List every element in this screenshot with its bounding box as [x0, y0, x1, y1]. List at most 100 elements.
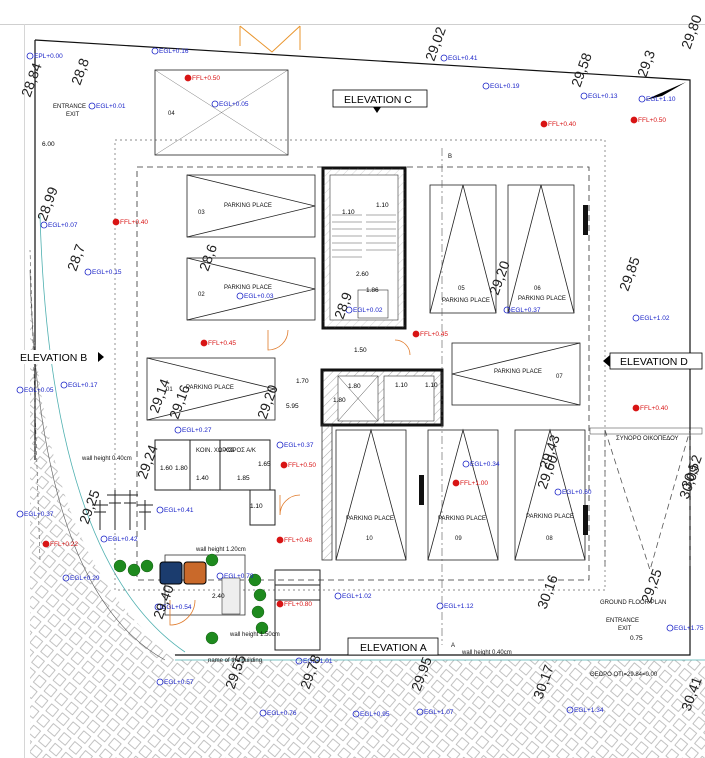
floor-level-marker-icon	[200, 339, 208, 347]
level-marker-icon	[352, 710, 360, 718]
parking-number: 06	[534, 286, 541, 292]
boundary-curve	[39, 214, 186, 653]
dimension: 1.10	[342, 209, 355, 216]
level-marker-icon	[416, 708, 424, 716]
ffl-label: FFL+0.50	[288, 462, 316, 469]
egl-label: EGL+1.02	[640, 315, 670, 322]
contour-level-label: 29,02	[422, 24, 449, 63]
level-marker-icon	[211, 100, 219, 108]
level-marker-icon	[26, 52, 34, 60]
contour-level-label: 28,84	[18, 60, 45, 99]
elevation-markers	[18, 89, 703, 656]
level-marker-icon	[259, 709, 267, 717]
viewer-left-border	[24, 24, 25, 758]
parking-number: 03	[198, 210, 205, 216]
stair-core	[321, 166, 407, 330]
parking-number: 01	[166, 387, 173, 393]
floor-level-marker-icon	[280, 461, 288, 469]
egl-label: EGL+0.01	[96, 103, 126, 110]
egl-label: EPL+0.00	[34, 53, 63, 60]
level-marker-icon	[154, 603, 162, 611]
parking-number: 05	[458, 286, 465, 292]
egl-label: EGL+0.05	[24, 387, 54, 394]
dimension: 5.95	[286, 403, 299, 410]
level-marker-icon	[566, 706, 574, 714]
level-marker-icon	[40, 221, 48, 229]
egl-label: EGL+1.10	[646, 96, 676, 103]
egl-label: EGL+1.07	[424, 709, 454, 716]
ffl-label: FFL+1.00	[460, 480, 488, 487]
border-note: ΘΕΩΡΟ ΟΤΙ=29.84=0.00	[590, 672, 658, 678]
contour-level-label: 30,16	[534, 572, 561, 611]
floor-level-marker-icon	[276, 536, 284, 544]
egl-label: EGL+0.76	[267, 710, 297, 717]
section-marker: A	[451, 643, 455, 649]
elevation-a-label: ELEVATION A	[360, 642, 427, 654]
egl-label: EGL+0.79	[224, 573, 254, 580]
dimension: 1.10	[250, 503, 263, 510]
dimension: 1.80	[175, 465, 188, 472]
trees	[92, 490, 153, 530]
level-marker-icon	[632, 314, 640, 322]
level-marker-icon	[334, 592, 342, 600]
floor-level-marker-icon	[632, 404, 640, 412]
lobby-core	[320, 368, 444, 561]
ffl-label: FFL+0.50	[638, 117, 666, 124]
contour-level-label: 28,6	[196, 242, 220, 273]
contour-level-label: 28,7	[64, 242, 88, 273]
dimension: 1.85	[237, 475, 250, 482]
ffl-label: FFL+0.80	[284, 601, 312, 608]
floor-level-marker-icon	[412, 330, 420, 338]
level-marker-icon	[100, 535, 108, 543]
egl-label: EGL+0.54	[162, 604, 192, 611]
walls-bottom	[274, 569, 321, 651]
parking-label: PARKING PLACE	[186, 385, 234, 391]
level-marker-icon	[295, 657, 303, 665]
egl-label: EGL+0.37	[24, 511, 54, 518]
utility-rooms	[154, 439, 276, 526]
egl-label: EGL+0.42	[108, 536, 138, 543]
egl-label: EGL+0.02	[353, 307, 383, 314]
section-marker: B	[448, 154, 452, 160]
dimension: 1.40	[196, 475, 209, 482]
wall-note: wall height 1.50cm	[229, 632, 280, 638]
level-marker-icon	[638, 95, 646, 103]
contour-level-label: 29,95	[408, 654, 435, 693]
egl-label: EGL+0.15	[92, 269, 122, 276]
level-marker-icon	[554, 488, 562, 496]
floor-level-marker-icon	[540, 120, 548, 128]
room-label: ΚΟΙΝ. ΧΩΡΟΣ	[196, 448, 235, 454]
egl-label: EGL+0.37	[284, 442, 314, 449]
wall-note: wall height 0.40cm	[461, 650, 512, 656]
level-marker-icon	[216, 572, 224, 580]
level-marker-icon	[62, 574, 70, 582]
contour-level-label: 29,80	[678, 12, 705, 51]
parking-label: PARKING PLACE	[346, 516, 394, 522]
dimension: 6.00	[42, 141, 55, 148]
room-label: ΧΩΡΟΣ Α/Κ	[224, 448, 256, 454]
parking-number: 02	[198, 292, 205, 298]
shrubs	[113, 553, 269, 645]
egl-label: EGL+0.41	[448, 55, 478, 62]
contour-level-label: 29,58	[568, 50, 595, 89]
planter	[159, 554, 246, 616]
level-marker-icon	[16, 510, 24, 518]
contour-level-label: 29,40	[150, 582, 177, 621]
dimension: 1.10	[376, 202, 389, 209]
dimension: 1.70	[296, 378, 309, 385]
contour-level-label: 30,41	[678, 674, 705, 713]
neighbor-outline	[239, 25, 301, 53]
egl-label: EGL+1.75	[674, 625, 704, 632]
right-area	[604, 429, 691, 572]
egl-label: EGL+1.34	[574, 707, 604, 714]
contour-level-label: 29,3	[634, 48, 658, 79]
ffl-label: FFL+0.40	[548, 121, 576, 128]
bottom-paving	[175, 660, 705, 758]
egl-label: EGL+0.05	[219, 101, 249, 108]
ffl-level-labels: FFL+0.50FFL+0.40FFL+0.50FFL+0.40FFL+0.45…	[42, 74, 668, 608]
dimension: 2.40	[212, 593, 225, 600]
dimension: 1.80	[348, 383, 361, 390]
